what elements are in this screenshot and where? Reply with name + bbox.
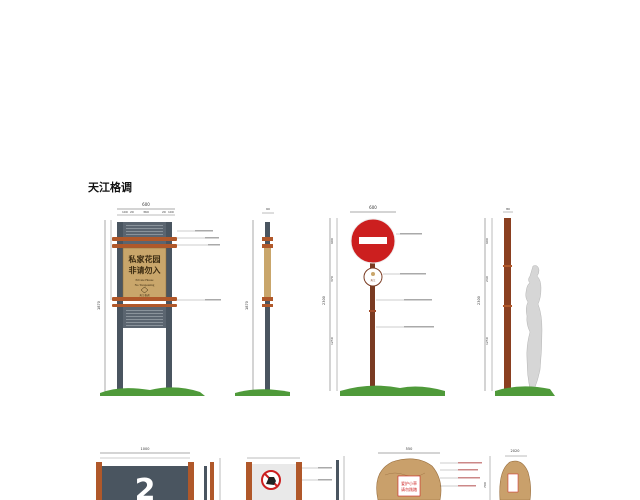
svg-text:360: 360 xyxy=(143,210,149,214)
rock-text-line2: 请勿践踏 xyxy=(401,486,417,492)
svg-text:20: 20 xyxy=(162,210,166,214)
no-dogs-sign xyxy=(246,456,345,500)
number-sign: 1000 2 xyxy=(96,447,221,500)
svg-text:100: 100 xyxy=(122,210,128,214)
private-garden-sign-front: 600 100 20 360 20 100 1870 私家花园 非请勿入 Pri… xyxy=(97,202,221,396)
garden-cn-line1: 私家花园 xyxy=(128,254,161,264)
rock-sign-side: 2020 xyxy=(499,449,531,500)
svg-text:600: 600 xyxy=(330,238,334,244)
svg-text:60: 60 xyxy=(266,207,270,211)
svg-text:20: 20 xyxy=(130,210,134,214)
rock-text-line1: 爱护小草 xyxy=(401,480,417,486)
stop-sub-logo-text: 天江 xyxy=(370,278,376,282)
garden-top-width-label: 600 xyxy=(142,202,150,207)
svg-text:80: 80 xyxy=(506,207,510,211)
garden-en-line2: No Trespassing xyxy=(135,283,155,287)
svg-text:2300: 2300 xyxy=(322,296,326,305)
no-entry-sign: 600 2300 600 370 1250 天江 xyxy=(322,205,445,396)
svg-text:1870: 1870 xyxy=(245,301,249,310)
section-title: 天江格调 xyxy=(88,181,132,194)
rock-sign: 550 爱护小草 请勿践踏 700 xyxy=(376,447,491,500)
svg-text:700: 700 xyxy=(483,482,487,488)
garden-en-line1: Private House xyxy=(136,278,155,282)
garden-grass xyxy=(100,387,205,396)
number-sign-digit: 2 xyxy=(135,473,156,500)
garden-logo-icon xyxy=(140,286,149,294)
svg-text:1250: 1250 xyxy=(485,337,489,345)
svg-text:550: 550 xyxy=(406,447,413,451)
svg-text:1870: 1870 xyxy=(97,301,101,310)
figure-silhouette xyxy=(525,265,543,391)
svg-text:100: 100 xyxy=(168,210,174,214)
svg-text:600: 600 xyxy=(485,238,489,244)
svg-text:2300: 2300 xyxy=(477,296,481,305)
garden-logo-text: 天江格调 xyxy=(139,293,150,297)
private-garden-sign-side: 60 1870 xyxy=(235,207,290,396)
no-dogs-icon xyxy=(266,477,276,485)
svg-text:370: 370 xyxy=(330,276,334,282)
svg-text:2020: 2020 xyxy=(511,449,520,453)
svg-text:240: 240 xyxy=(485,276,489,282)
post-with-figure: 80 2300 600 240 1250 xyxy=(477,207,555,396)
svg-text:1000: 1000 xyxy=(141,447,150,451)
garden-cn-line2: 非请勿入 xyxy=(129,265,161,275)
svg-text:1250: 1250 xyxy=(330,337,334,345)
svg-text:600: 600 xyxy=(369,205,377,210)
